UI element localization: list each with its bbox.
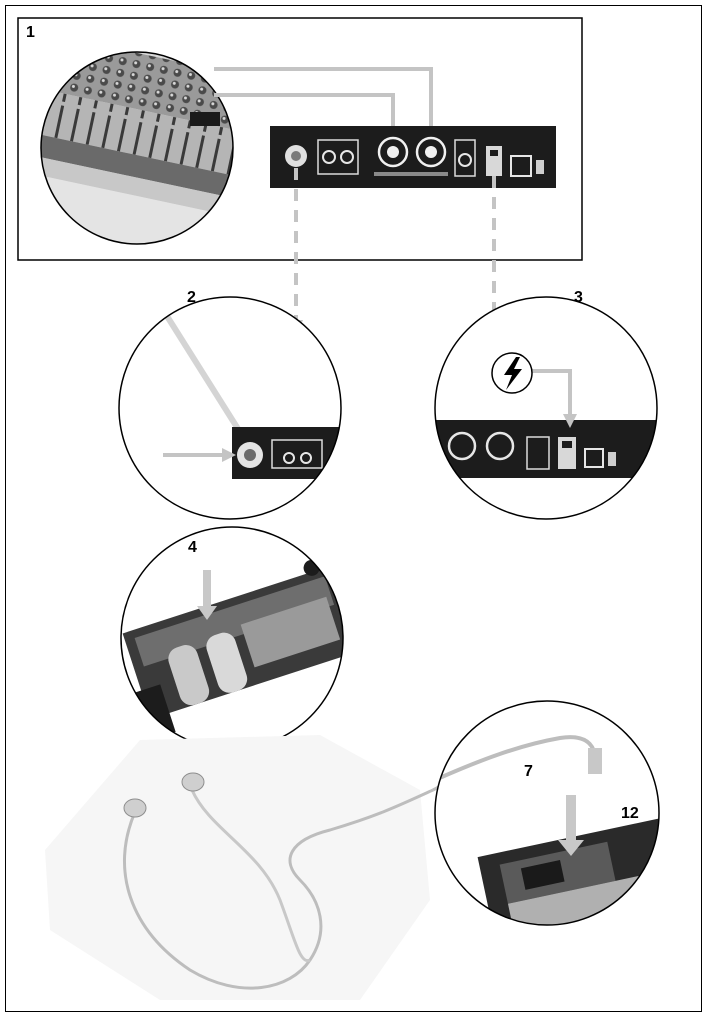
ground-wire [157,303,248,442]
speakon-output-left [377,136,409,168]
headphone-plug [588,748,602,774]
callout-7-label: 7 [524,763,533,780]
mixer-console-image [40,51,234,245]
page-border [5,5,702,1012]
earphone-cable-right [190,789,311,963]
step-1-panel [17,17,583,261]
connector-to-socket [531,369,572,420]
step-3-label: 3 [574,289,583,306]
step-2-label: 2 [187,289,196,306]
connector-line-a [214,67,433,128]
step-4-label: 4 [188,539,197,556]
earbud-left [123,798,147,818]
insert-arrowhead [558,840,584,856]
pointer-arrowhead [222,448,236,462]
callout-12-label: 12 [621,805,639,822]
step-1-label: 1 [26,24,35,41]
step-2-detail [118,296,342,520]
step-1-frame [17,17,583,261]
lightning-icon [491,352,533,394]
battery-2 [206,632,248,693]
step-3-detail [434,296,658,520]
headphone-jack-detail [434,700,660,926]
earphone-cable-left [123,788,434,990]
step-4-detail [120,526,344,750]
amplifier-rear-panel [270,126,556,188]
earbud-right [181,772,205,792]
speakon-output-right [415,136,447,168]
battery-1 [168,645,210,706]
connector-line-b [214,93,395,128]
